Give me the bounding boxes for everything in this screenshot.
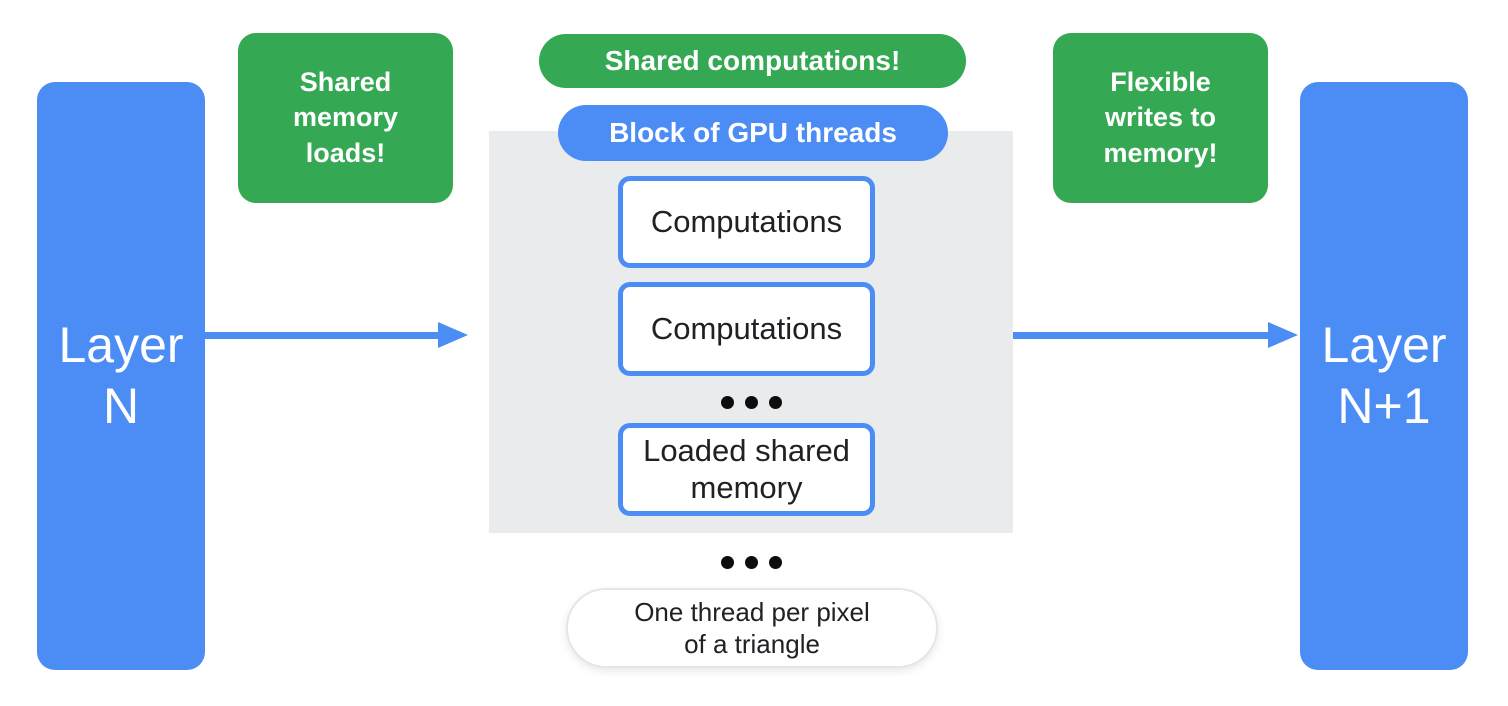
dot-icon — [769, 556, 782, 569]
gpu-block-title-pill: Block of GPU threads — [558, 105, 948, 161]
computations-box-1: Computations — [618, 176, 875, 268]
layer-n-plus-1-box: Layer N+1 — [1300, 82, 1468, 670]
dot-icon — [721, 556, 734, 569]
arrow-head-icon — [438, 322, 468, 348]
dot-icon — [745, 396, 758, 409]
arrow-head-icon — [1268, 322, 1298, 348]
footnote-one-thread-per-pixel: One thread per pixel of a triangle — [566, 588, 938, 668]
arrow-gpu-block-to-layer-n-plus-1 — [1013, 322, 1298, 348]
dot-icon — [721, 396, 734, 409]
arrow-line — [205, 332, 440, 339]
loaded-shared-memory-box: Loaded shared memory — [618, 423, 875, 516]
computations-box-2: Computations — [618, 282, 875, 376]
arrow-line — [1013, 332, 1270, 339]
ellipsis-dots-icon — [721, 396, 782, 409]
arrow-layer-n-to-gpu-block — [205, 322, 468, 348]
layer-n-box: Layer N — [37, 82, 205, 670]
callout-shared-memory-loads: Shared memory loads! — [238, 33, 453, 203]
dot-icon — [745, 556, 758, 569]
callout-shared-computations: Shared computations! — [539, 34, 966, 88]
ellipsis-dots-icon — [721, 556, 782, 569]
dot-icon — [769, 396, 782, 409]
callout-flexible-writes: Flexible writes to memory! — [1053, 33, 1268, 203]
